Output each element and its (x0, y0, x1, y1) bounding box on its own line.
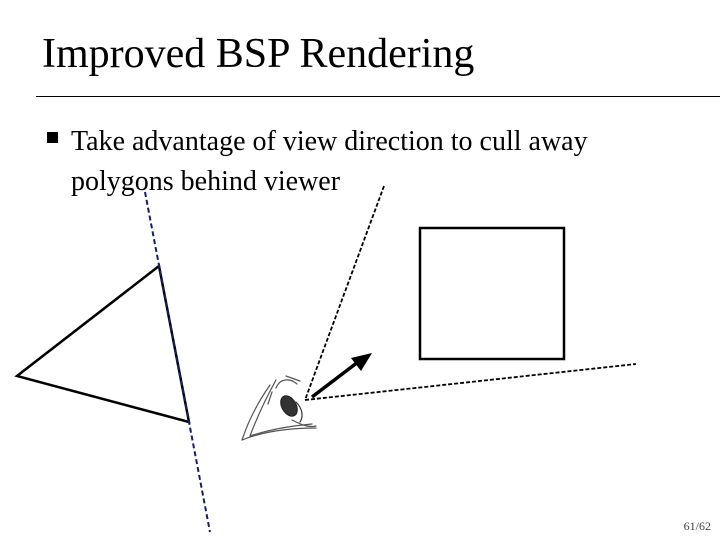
slide-title: Improved BSP Rendering (42, 31, 475, 77)
square-polygon (418, 226, 566, 361)
title-divider (36, 96, 720, 97)
bullet-marker (47, 132, 58, 143)
frustum-right-line (304, 363, 637, 401)
bullet-text: Take advantage of view direction to cull… (71, 126, 588, 197)
slide-number: 61/62 (683, 519, 711, 533)
eye-icon (241, 375, 317, 441)
view-direction-arrow (310, 360, 360, 399)
dividing-plane-line (144, 191, 211, 533)
view-direction-arrowhead (351, 353, 372, 371)
frustum-left-line (304, 185, 385, 401)
